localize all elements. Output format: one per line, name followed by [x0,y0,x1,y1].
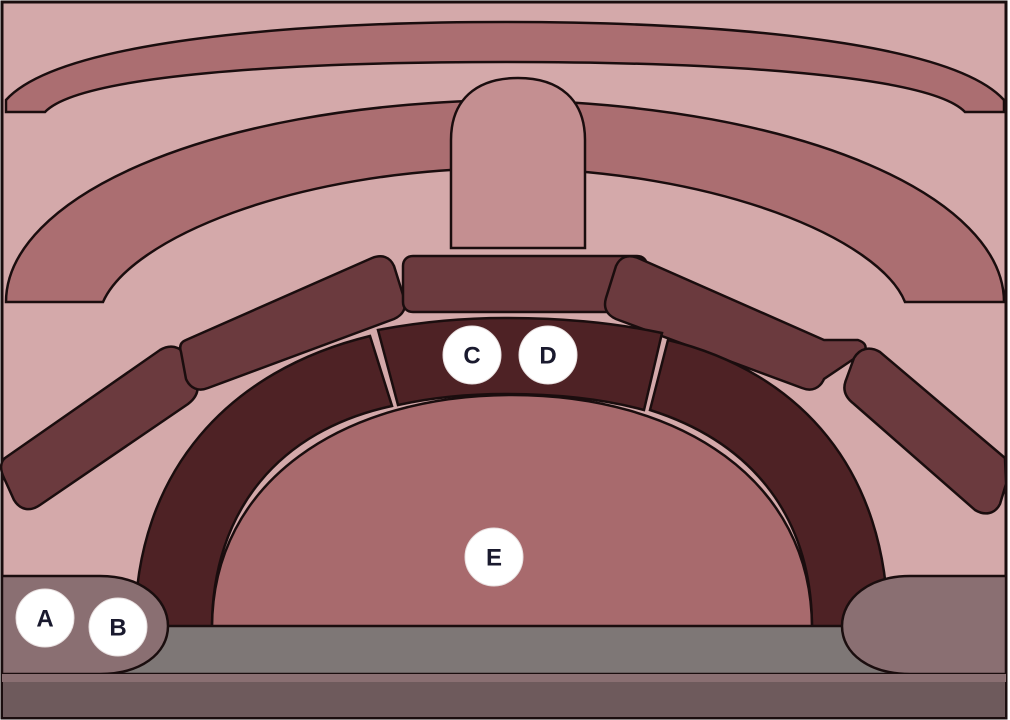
upper-thick-band [4,98,1006,304]
label-d: D [518,325,578,385]
arch-opening [210,393,814,630]
label-a: A [15,588,75,648]
label-b: B [88,597,148,657]
label-c-text: C [463,343,480,370]
inner-ring-left [133,334,394,630]
voussoir-left-middle [178,255,407,391]
keystone-cap [449,76,587,250]
ground-highlight [2,674,1006,682]
label-d-text: D [539,343,556,370]
floor-slab [98,624,912,676]
base-pad-right [840,574,1008,676]
upper-thin-band [4,20,1006,114]
label-e-text: E [486,545,502,572]
label-b-text: B [109,615,126,642]
label-c: C [442,325,502,385]
voussoir-left-outer [0,345,199,511]
voussoir-right-outer [843,347,1008,515]
label-a-text: A [36,606,53,633]
label-e: E [464,527,524,587]
